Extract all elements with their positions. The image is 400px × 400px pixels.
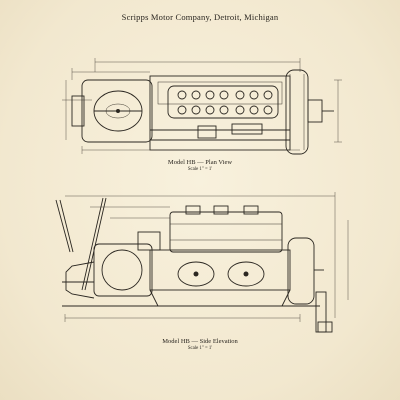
plan-view-drawing	[62, 58, 342, 155]
side-elevation-title: Model HB — Side Elevation	[162, 338, 238, 345]
sheet-title: Scripps Motor Company, Detroit, Michigan	[121, 12, 279, 22]
plan-view-caption: Model HB — Plan View Scale 1" = 1'	[0, 159, 400, 172]
side-elevation-scale: Scale 1" = 1'	[187, 346, 213, 351]
side-elevation-caption: Model HB — Side Elevation Scale 1" = 1'	[0, 338, 400, 351]
plan-view-scale: Scale 1" = 1'	[187, 167, 213, 172]
side-elevation-drawing	[55, 192, 349, 333]
plan-view-title: Model HB — Plan View	[167, 159, 233, 166]
